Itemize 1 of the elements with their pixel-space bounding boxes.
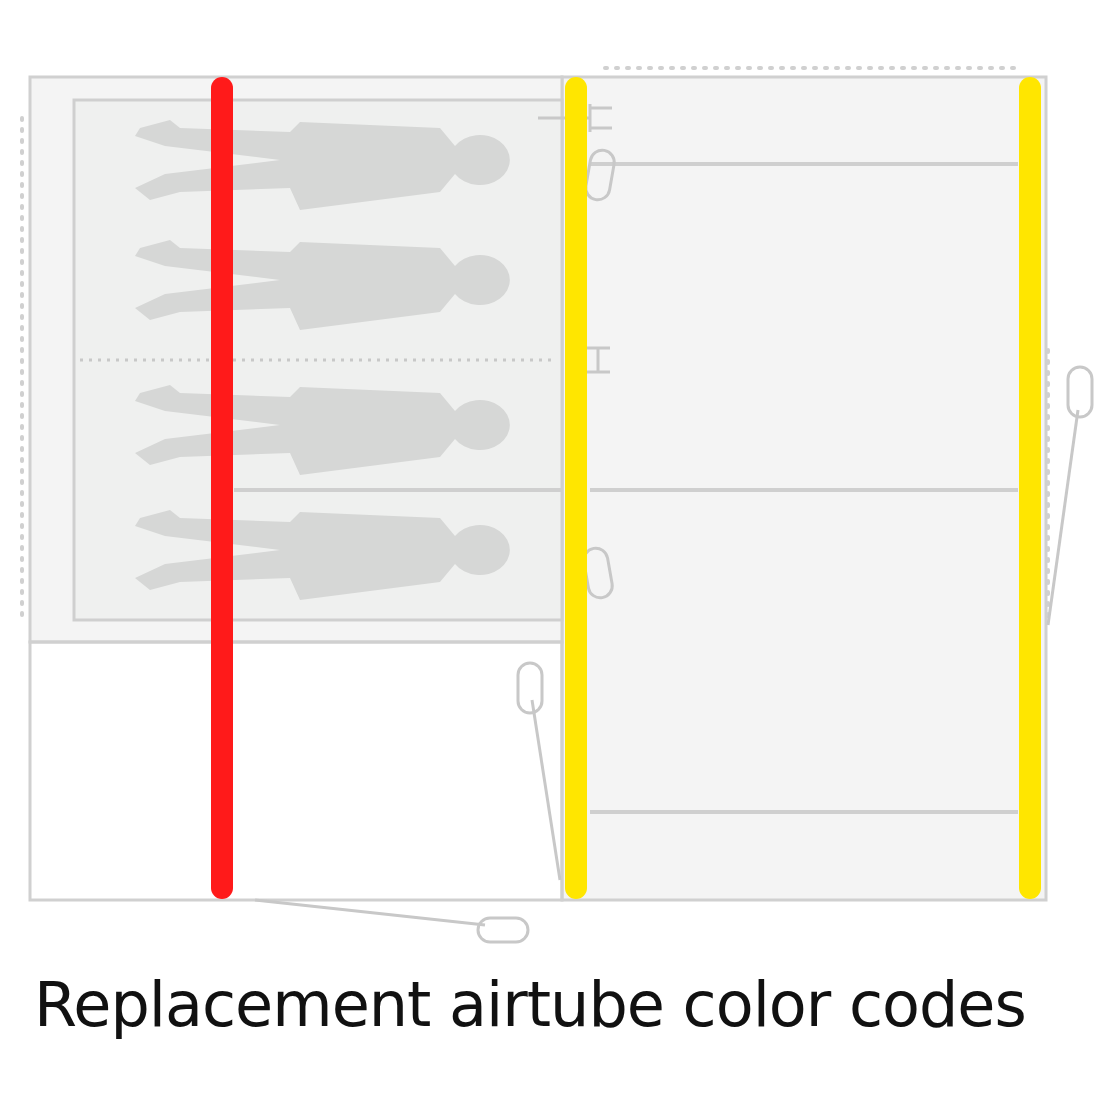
title: Replacement airtube color codes — [34, 968, 1026, 1041]
